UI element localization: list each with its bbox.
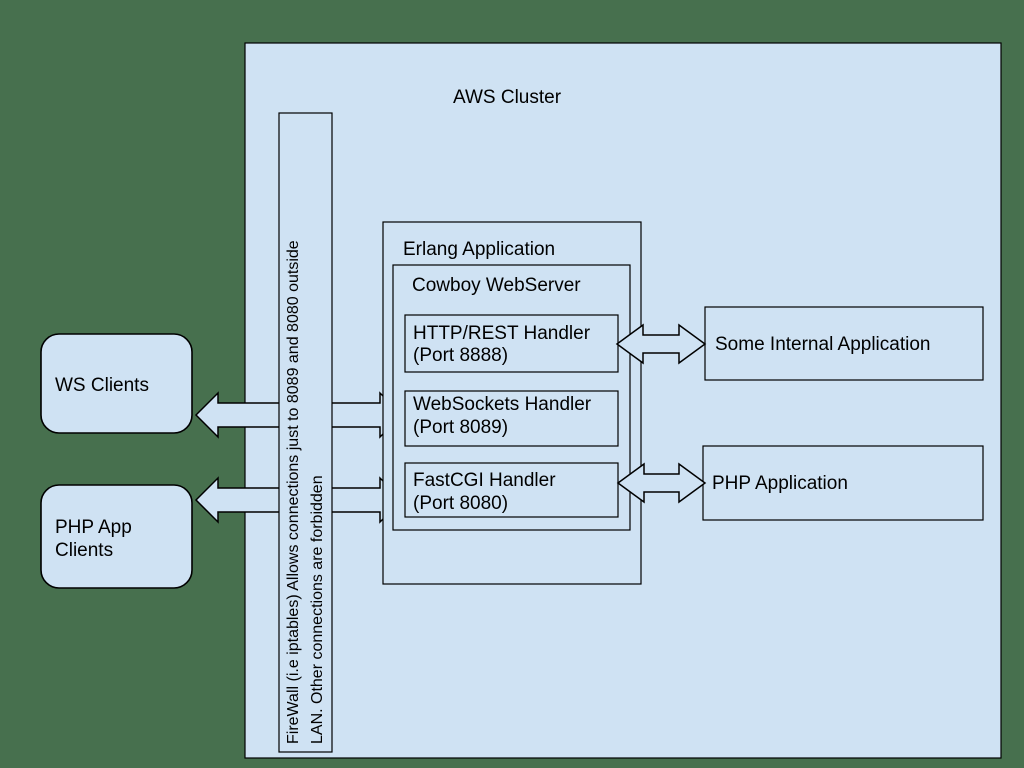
aws-cluster-label: AWS Cluster xyxy=(453,87,562,108)
php-app-clients-label-line1: PHP App xyxy=(55,517,132,538)
websockets-handler-box xyxy=(404,390,619,447)
fastcgi-handler-label: FastCGI Handler xyxy=(413,470,556,491)
firewall-box xyxy=(278,112,333,753)
ws-clients-label: WS Clients xyxy=(55,375,149,396)
fastcgi-php-app-arrow xyxy=(616,462,707,504)
http-rest-handler-box xyxy=(404,314,619,373)
websockets-handler-label: WebSockets Handler xyxy=(413,394,592,415)
php-app-clients-label-line2: Clients xyxy=(55,540,113,561)
cowboy-webserver-label: Cowboy WebServer xyxy=(412,275,581,296)
fastcgi-handler-box xyxy=(404,462,619,518)
erlang-application-label: Erlang Application xyxy=(403,239,555,260)
php-application-label: PHP Application xyxy=(712,473,848,494)
firewall-label-line1: FireWall (i.e iptables) Allows connectio… xyxy=(285,240,302,744)
firewall-label-line2: LAN. Other connections are forbidden xyxy=(309,475,326,744)
http-rest-handler-label: HTTP/REST Handler xyxy=(413,323,591,344)
ws-clients-box xyxy=(40,333,193,434)
some-internal-application-label: Some Internal Application xyxy=(715,334,930,355)
http-internal-app-arrow xyxy=(615,323,707,365)
websockets-handler-port: (Port 8089) xyxy=(413,417,508,438)
fastcgi-handler-port: (Port 8080) xyxy=(413,493,508,514)
http-rest-handler-port: (Port 8888) xyxy=(413,345,508,366)
php-app-clients-box xyxy=(40,484,193,589)
php-application-box xyxy=(702,445,984,521)
